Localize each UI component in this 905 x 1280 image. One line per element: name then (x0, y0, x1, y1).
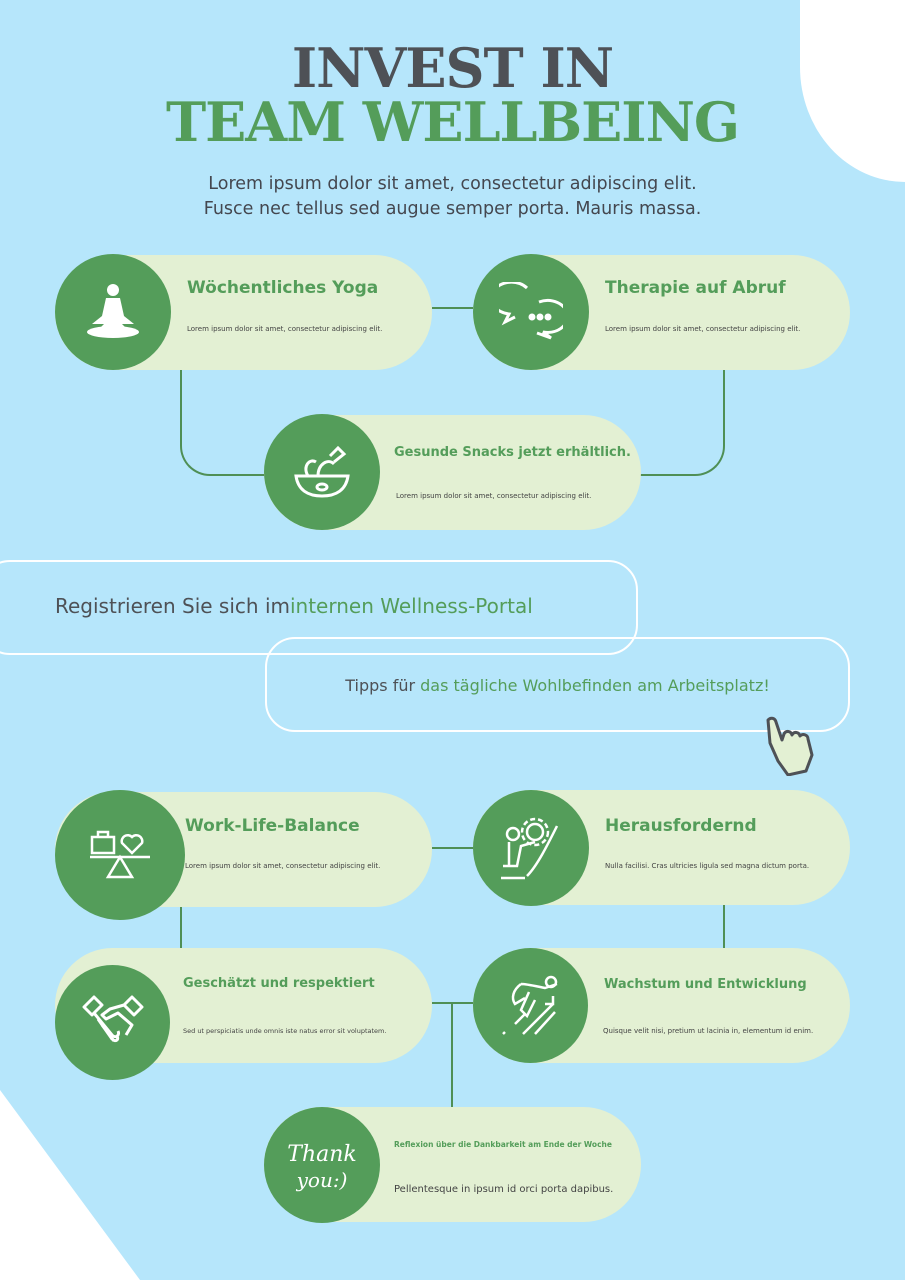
banner-text-green: internen Wellness-Portal (289, 594, 533, 618)
connector (432, 847, 473, 849)
card-text: Lorem ipsum dolor sit amet, consectetur … (605, 325, 801, 333)
connector (451, 1002, 453, 1107)
title-line-1: INVEST IN (291, 36, 614, 100)
card-text: Lorem ipsum dolor sit amet, consectetur … (187, 325, 383, 333)
connector (723, 905, 725, 948)
svg-text:you:): you:) (296, 1168, 348, 1192)
banner-text-green: das tägliche Wohlbefinden am Arbeitsplat… (420, 676, 770, 695)
banner-text-dark: Tipps für (345, 676, 421, 695)
superhero-growth-icon (473, 948, 588, 1063)
card-text: Pellentesque in ipsum id orci porta dapi… (394, 1184, 614, 1195)
climb-gear-icon (473, 790, 589, 906)
card-title: Geschätzt und respektiert (183, 976, 375, 991)
yoga-icon (55, 254, 171, 370)
card-text: Quisque velit nisi, pretium ut lacinia i… (603, 1027, 814, 1035)
tips-banner-text[interactable]: Tipps für das tägliche Wohlbefinden am A… (265, 676, 850, 695)
portal-banner-text[interactable]: Registrieren Sie sich iminternen Wellnes… (55, 594, 533, 618)
salad-bowl-icon (264, 414, 380, 530)
banner-text-dark: Registrieren Sie sich im (55, 594, 290, 618)
chat-bubbles-icon (473, 254, 589, 370)
connector (638, 370, 725, 476)
card-text: Sed ut perspiciatis unde omnis iste natu… (183, 1027, 387, 1035)
subtitle: Lorem ipsum dolor sit amet, consectetur … (0, 172, 905, 222)
card-title: Gesunde Snacks jetzt erhältlich. (394, 445, 631, 460)
svg-text:Thank: Thank (287, 1142, 356, 1167)
connector (180, 905, 182, 948)
connector (180, 370, 266, 476)
handshake-icon (55, 965, 170, 1080)
balance-scale-icon (55, 790, 185, 920)
card-title: Therapie auf Abruf (605, 278, 786, 298)
card-text: Lorem ipsum dolor sit amet, consectetur … (185, 862, 381, 870)
decor-corner (0, 1090, 140, 1280)
card-title: Reflexion über die Dankbarkeit am Ende d… (394, 1140, 612, 1149)
hand-pointer-icon (762, 714, 828, 780)
card-title: Wöchentliches Yoga (187, 278, 379, 298)
card-text: Nulla facilisi. Cras ultricies ligula se… (605, 862, 810, 870)
card-title: Herausfordernd (605, 816, 757, 836)
portal-banner[interactable] (0, 560, 638, 655)
title-line-2: TEAM WELLBEING (165, 90, 740, 154)
subtitle-line: Lorem ipsum dolor sit amet, consectetur … (208, 174, 697, 194)
card-text: Lorem ipsum dolor sit amet, consectetur … (396, 492, 592, 500)
connector (432, 307, 473, 309)
tips-banner[interactable] (265, 637, 850, 732)
card-title: Wachstum und Entwicklung (604, 977, 807, 992)
card-title: Work-Life-Balance (185, 816, 360, 836)
subtitle-line: Fusce nec tellus sed augue semper porta.… (203, 199, 702, 219)
